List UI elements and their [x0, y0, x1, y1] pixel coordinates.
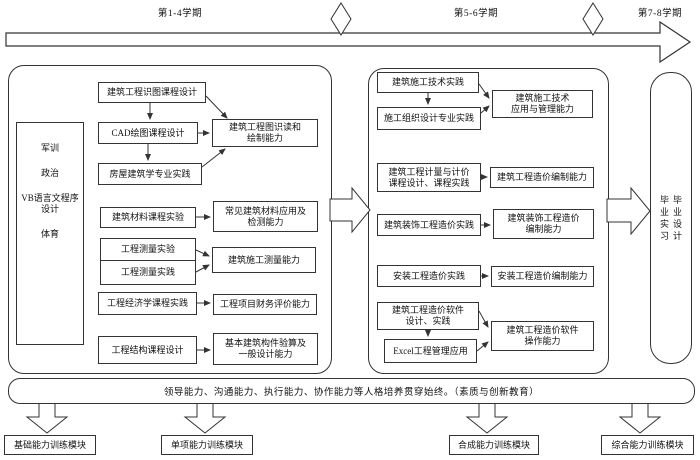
module-box-hecheng: 合成能力训练模块	[449, 435, 539, 455]
general-courses-box: 军训 政治 VB语言文程序 设计 体育	[16, 122, 84, 345]
connector-ruanjian-to-ability	[478, 310, 489, 328]
ability-box-cailiao: 常见建筑材料应用及 检测能力	[213, 201, 318, 232]
course-box-fangwu: 房屋建筑学专业实践	[98, 163, 202, 185]
stage-arrow-left-to-right	[329, 186, 371, 234]
graduation-design-label: 毕业设计	[672, 195, 682, 241]
course-box-jingji: 工程经济学课程实践	[98, 292, 197, 315]
connector-shigong-to-ability	[478, 83, 490, 99]
module-arrow-4	[618, 401, 662, 434]
graduation-internship-label: 毕业实习	[659, 195, 669, 241]
general-course-vb: VB语言文程序 设计	[21, 193, 79, 214]
timeline-diamond-2	[582, 2, 604, 36]
course-box-ruanjian: 建筑工程造价软件 设计、实践	[377, 302, 479, 330]
course-box-shitu: 建筑工程识图课程设计	[98, 82, 206, 103]
ability-box-tuzhi: 建筑工程图识读和 绘制能力	[212, 119, 318, 147]
general-course-zhengzhi: 政治	[40, 168, 59, 178]
connector-celiang-shijian	[195, 264, 210, 273]
course-box-zhuangshi: 建筑装饰工程造价实践	[377, 214, 481, 236]
course-box-shigong: 建筑施工技术实践	[377, 72, 479, 93]
ability-box-celiang: 建筑施工测量能力	[212, 247, 316, 273]
connector-celiang-shiyan	[195, 249, 210, 257]
ability-box-zhuangshi: 建筑装饰工程造价 编制能力	[493, 209, 594, 239]
module-box-jichu: 基础能力训练模块	[4, 435, 96, 455]
general-course-junxun: 军训	[40, 143, 59, 153]
ability-box-anzhuang: 安装工程造价编制能力	[491, 266, 594, 287]
ability-box-caiwu: 工程项目财务评价能力	[213, 294, 317, 315]
connector-shitu-to-tuzhi	[205, 95, 228, 119]
course-box-cailiao: 建筑材料课程实验	[100, 207, 196, 228]
module-box-zonghe: 综合能力训练模块	[601, 435, 694, 455]
connector-excel-to-ability	[476, 341, 489, 352]
course-box-anzhuang: 安装工程造价实践	[377, 265, 481, 287]
course-box-jiegou: 工程结构课程设计	[98, 336, 197, 364]
ability-box-zaojia: 建筑工程造价编制能力	[490, 167, 594, 188]
semester-label-5-6: 第5-6学期	[453, 9, 499, 19]
ability-box-shigong: 建筑施工技术 应用与管理能力	[492, 90, 593, 118]
course-box-jiliang: 建筑工程计量与计价 课程设计、课程实践	[377, 163, 481, 192]
timeline-diamond-1	[330, 2, 352, 36]
general-course-tiyu: 体育	[40, 229, 59, 239]
module-arrow-2	[183, 401, 227, 434]
connector-fangwu-to-tuzhi	[201, 148, 226, 168]
semester-label-7-8: 第7-8学期	[637, 9, 683, 19]
module-arrow-1	[25, 401, 69, 434]
connector-zuzhi-to-ability	[480, 105, 490, 114]
ability-box-ruanjian: 建筑工程造价软件 操作能力	[491, 321, 594, 351]
module-box-danxiang: 单项能力训练模块	[161, 435, 253, 455]
semester-label-1-4: 第1-4学期	[157, 9, 203, 19]
course-box-celiang-shijian: 工程测量实践	[100, 260, 196, 285]
ability-box-goujian: 基本建筑构件验算及 一般设计能力	[213, 333, 318, 365]
stage-arrow-right-to-graduation	[606, 186, 651, 236]
module-arrow-3	[465, 401, 509, 434]
graduation-capsule: 毕业实习 毕业设计	[650, 72, 692, 364]
course-box-excel: Excel工程管理应用	[384, 339, 477, 363]
course-box-cad: CAD绘图课程设计	[98, 122, 198, 144]
course-box-zuzhi: 施工组织设计专业实践	[377, 107, 481, 130]
timeline-arrow	[5, 20, 692, 64]
course-box-celiang-shiyan: 工程测量实验	[100, 238, 196, 261]
quality-education-bar: 领导能力、沟通能力、执行能力、协作能力等人格培养贯穿始终。（素质与创新教育）	[8, 378, 695, 404]
